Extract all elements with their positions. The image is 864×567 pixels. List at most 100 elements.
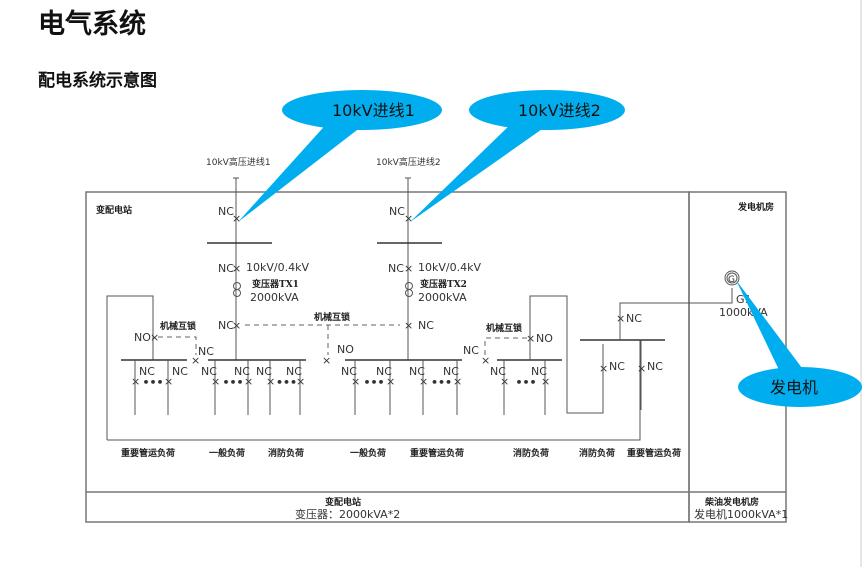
footer-generator-detail: 发电机1000kVA*1: [694, 507, 788, 521]
generator-room-frame: [688, 191, 787, 523]
nc-label: NC: [409, 365, 425, 378]
no-label: NO: [536, 332, 553, 345]
load-label: 消防负荷: [268, 447, 304, 459]
nc-label: NC: [139, 365, 155, 378]
ellipsis-icon: •••: [364, 376, 385, 389]
load-label: 一般负荷: [350, 447, 386, 459]
breaker-icon: ×: [232, 319, 241, 332]
load-label: 重要管运负荷: [121, 447, 175, 459]
nc-label: NC: [389, 205, 405, 218]
nc-label: NC: [198, 345, 214, 358]
transformer-2-ratio: 10kV/0.4kV: [418, 261, 481, 274]
svg-text:×: ×: [150, 331, 159, 344]
callout-incoming-1: 10kV进线1: [238, 90, 442, 222]
svg-text:×: ×: [191, 354, 200, 367]
nc-label: NC: [218, 319, 234, 332]
transformer-2-icon: [405, 282, 413, 290]
nc-label: NC: [531, 365, 547, 378]
incoming-line-1-label: 10kV高压进线1: [206, 156, 271, 168]
nc-label: NC: [234, 365, 250, 378]
page-title: 电气系统: [38, 9, 146, 40]
footer-substation-detail: 变压器：2000kVA*2: [295, 507, 400, 521]
load-label: 消防负荷: [579, 447, 615, 459]
callout-incoming-1-text: 10kV进线1: [332, 101, 415, 120]
breaker-icon: ×: [419, 375, 428, 388]
breaker-icon: ×: [131, 375, 140, 388]
nc-label: NC: [626, 312, 642, 325]
callout-generator: 发电机: [736, 280, 862, 407]
feeder-2: NC × NC × 10kV/0.4kV 变压器TX2 2000kVA × NC: [377, 177, 481, 360]
generator-room-label: 发电机房: [737, 201, 774, 213]
svg-text:×: ×: [637, 362, 646, 375]
breaker-icon: ×: [453, 375, 462, 388]
breaker-icon: ×: [164, 375, 173, 388]
page-edge-divider: [860, 0, 862, 567]
ellipsis-icon: •••: [223, 376, 244, 389]
transformer-1-name: 变压器TX1: [252, 278, 299, 290]
svg-text:×: ×: [322, 354, 331, 367]
breaker-icon: ×: [296, 375, 305, 388]
breaker-icon: ×: [404, 212, 413, 225]
breaker-icon: ×: [500, 375, 509, 388]
ellipsis-icon: •••: [143, 376, 164, 389]
breaker-icon: ×: [404, 262, 413, 275]
nc-label: NC: [341, 365, 357, 378]
footer-substation-title: 变配电站: [325, 496, 361, 508]
section-title: 配电系统示意图: [38, 71, 157, 91]
svg-text:×: ×: [481, 354, 490, 367]
transformer-1-rating: 2000kVA: [250, 291, 299, 304]
breaker-icon: ×: [541, 375, 550, 388]
breaker-icon: ×: [211, 375, 220, 388]
nc-label: NC: [376, 365, 392, 378]
breaker-icon: ×: [232, 262, 241, 275]
svg-text:×: ×: [526, 332, 535, 345]
breaker-icon: ×: [404, 319, 413, 332]
transformer-2-name: 变压器TX2: [420, 278, 467, 290]
nc-label: NC: [201, 365, 217, 378]
nc-label: NC: [609, 360, 625, 373]
generator-loop-left: [106, 295, 154, 440]
callout-incoming-2-text: 10kV进线2: [518, 101, 601, 120]
incoming-line-2-label: 10kV高压进线2: [376, 156, 441, 168]
transformer-1-icon: [233, 282, 241, 290]
load-label: 重要管运负荷: [627, 447, 681, 459]
outgoing-feeders: ×NC×NC•••×NC×NC•••×NC×NC•••×NC×NC•••×NC×…: [131, 360, 550, 415]
no-label: NO: [337, 343, 354, 356]
generator-symbol: G: [728, 275, 735, 285]
nc-label: NC: [490, 365, 506, 378]
nc-label: NC: [463, 344, 479, 357]
substation-frame: [85, 191, 690, 523]
nc-label: NC: [286, 365, 302, 378]
load-label: 消防负荷: [513, 447, 549, 459]
nc-label: NC: [443, 365, 459, 378]
ellipsis-icon: •••: [516, 376, 537, 389]
nc-label: NC: [218, 262, 234, 275]
breaker-icon: ×: [351, 375, 360, 388]
svg-text:×: ×: [616, 312, 625, 325]
substation-label: 变配电站: [96, 204, 132, 216]
svg-text:×: ×: [599, 362, 608, 375]
callout-incoming-2: 10kV进线2: [410, 90, 625, 222]
ellipsis-icon: •••: [431, 376, 452, 389]
no-label: NO: [134, 331, 151, 344]
breaker-icon: ×: [386, 375, 395, 388]
generator-icon: [724, 270, 740, 286]
callout-generator-text: 发电机: [770, 378, 818, 397]
load-label: 一般负荷: [209, 447, 245, 459]
nc-label: NC: [172, 365, 188, 378]
breaker-icon: ×: [244, 375, 253, 388]
interlock-label: 机械互锁: [486, 322, 522, 334]
breaker-icon: ×: [266, 375, 275, 388]
footer-generator-title: 柴油发电机房: [704, 496, 759, 508]
transformer-1-ratio: 10kV/0.4kV: [246, 261, 309, 274]
transformer-2-rating: 2000kVA: [418, 291, 467, 304]
ellipsis-icon: •••: [276, 376, 297, 389]
load-label: 重要管运负荷: [410, 447, 464, 459]
nc-label: NC: [256, 365, 272, 378]
nc-label: NC: [418, 319, 434, 332]
nc-label: NC: [218, 205, 234, 218]
interlock-label: 机械互锁: [314, 311, 350, 323]
feeder-1: NC × NC × 10kV/0.4kV 变压器TX1 2000kVA NC ×: [207, 177, 309, 360]
nc-label: NC: [388, 262, 404, 275]
